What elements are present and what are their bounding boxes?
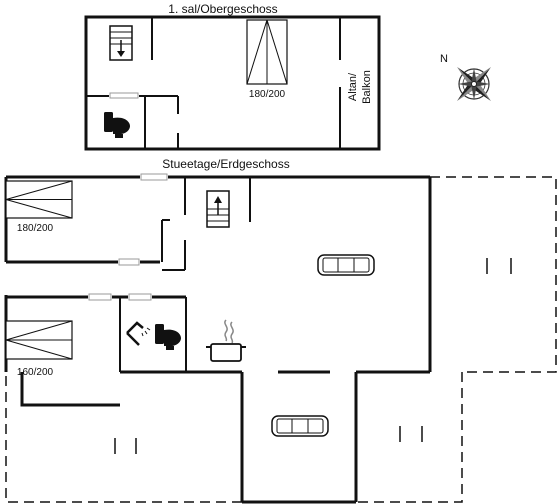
upper-floor-title: 1. sal/Obergeschoss <box>168 2 277 16</box>
sofa-icon <box>271 415 329 437</box>
double-bed-icon <box>5 180 73 219</box>
ground-floor-walls <box>4 175 432 504</box>
ground-floor-title: Stueetage/Erdgeschoss <box>162 157 289 171</box>
double-bed-icon <box>5 320 73 360</box>
shower-icon <box>126 321 151 346</box>
balcony-label-line1: Altan/ <box>347 72 359 101</box>
balcony <box>341 19 377 147</box>
toilet-icon <box>104 112 130 138</box>
upper-bed-size-label: 180/200 <box>249 89 286 100</box>
upper-floor: 1. sal/Obergeschoss <box>84 2 381 151</box>
upper-floor-windows <box>109 92 139 99</box>
toilet-icon <box>155 324 181 350</box>
compass-north-label: N <box>440 53 448 65</box>
ground-bed1-size-label: 180/200 <box>17 223 54 234</box>
sofa-icon <box>317 254 375 276</box>
stairs-icon <box>206 190 230 228</box>
cooking-pot-icon <box>206 319 246 362</box>
compass-rose-icon: N <box>440 53 491 101</box>
terrace-markers <box>114 258 512 454</box>
upper-floor-interior-walls <box>86 17 341 149</box>
balcony-label-line2: Balkon <box>361 70 373 104</box>
ground-bed2-size-label: 160/200 <box>17 367 54 378</box>
ground-floor-interior-walls <box>119 177 251 372</box>
double-bed-icon <box>246 19 288 85</box>
ground-floor: Stueetage/Erdgeschoss <box>4 157 557 504</box>
ground-floor-windows <box>88 173 168 301</box>
stairs-icon <box>109 25 133 61</box>
terraces <box>5 176 557 503</box>
upper-floor-walls <box>84 15 381 151</box>
